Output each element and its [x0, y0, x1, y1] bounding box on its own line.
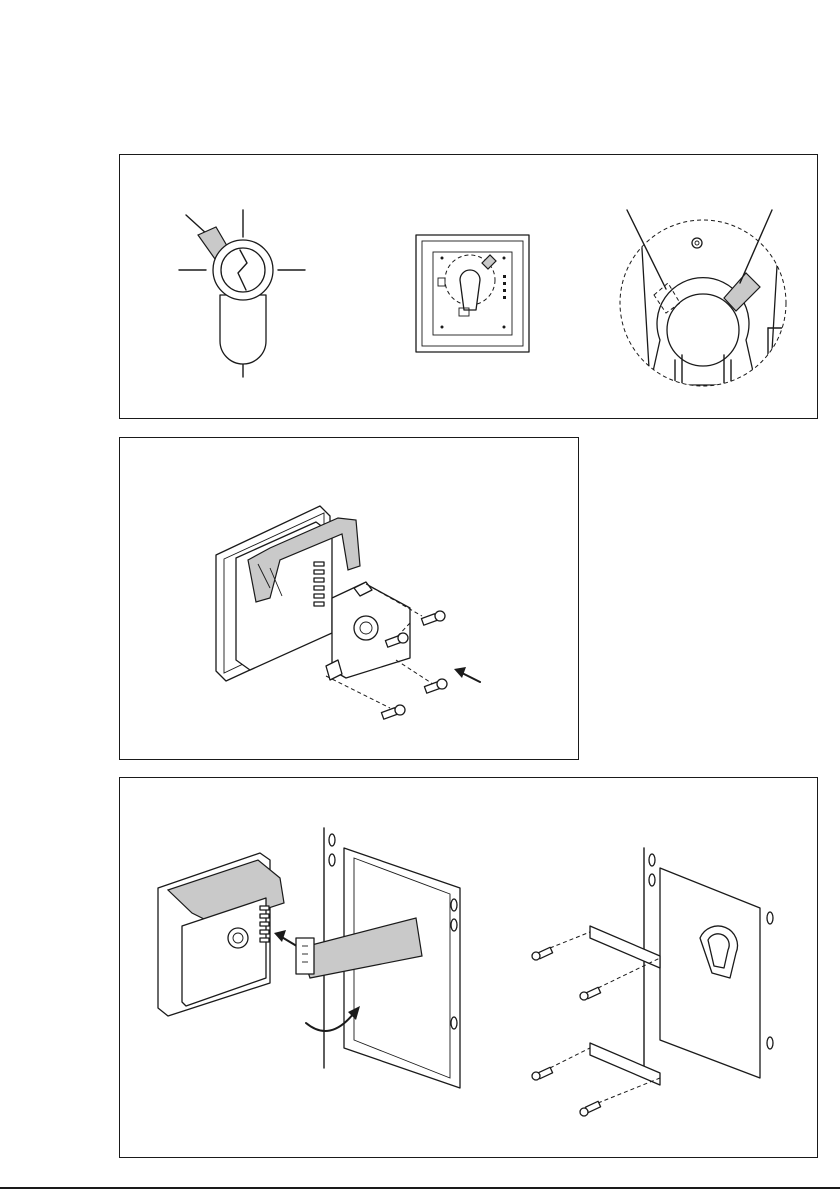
module-front-drawing — [416, 235, 529, 352]
frame-mounting-assembly — [532, 848, 773, 1116]
cylinder-body — [220, 295, 266, 364]
module-cylinder-opening — [228, 928, 248, 948]
figure-panel-module-assembly — [119, 437, 579, 760]
mounting-screw-4 — [580, 1101, 601, 1116]
lower-mounting-strip — [590, 1043, 660, 1085]
upper-mounting-strip — [590, 926, 660, 968]
plate-cylinder-opening — [354, 616, 378, 640]
figure-panel-installation — [119, 777, 818, 1158]
module-with-connector — [158, 853, 300, 1016]
key-cylinder-drawing — [179, 210, 305, 377]
figure-panel-cylinder-positions — [119, 154, 818, 419]
cover-plate — [660, 868, 760, 1078]
detail-screw — [692, 238, 702, 248]
screw-path-3 — [396, 660, 436, 686]
detail-magnified-drawing — [620, 210, 790, 395]
wall-box-with-ribbon-cable — [296, 828, 460, 1088]
screw-4 — [381, 705, 405, 719]
cylinder-illustrations — [120, 155, 819, 420]
mounting-screw-1 — [532, 947, 553, 960]
page-bottom-rule — [0, 1187, 840, 1189]
mounting-screw-3 — [532, 1067, 553, 1080]
installation-illustrations — [120, 778, 819, 1159]
ribbon-connector — [296, 938, 314, 974]
insert-direction-arrow — [454, 667, 480, 682]
assembly-illustration — [120, 438, 580, 761]
module-keyhole — [460, 270, 480, 310]
screw-path-4 — [326, 676, 390, 708]
screw-1 — [421, 611, 445, 625]
mounting-screw-2 — [580, 987, 601, 1000]
